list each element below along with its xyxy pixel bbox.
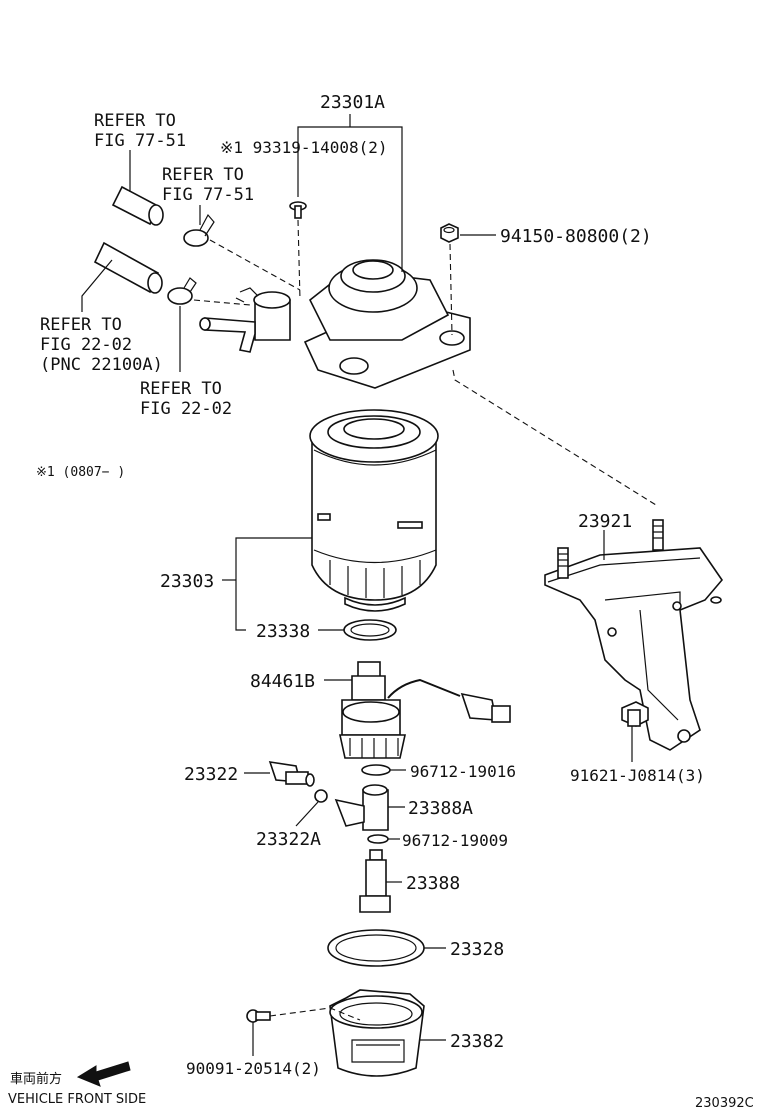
drain-cock-23388A <box>334 784 389 831</box>
assembly-line-nut <box>449 243 453 336</box>
gasket-23328-inner <box>335 934 417 962</box>
part-90091-20514: 90091-20514(2) <box>186 1059 321 1078</box>
hose-clamp-upper <box>183 213 215 247</box>
assembly-line-screw-90091 <box>269 1007 361 1021</box>
bracket-stud-left <box>557 547 569 579</box>
part-84461B: 84461B <box>250 671 315 692</box>
ref4-line1: REFER TO <box>140 379 222 399</box>
vehicle-front-japanese: 車両前方 <box>10 1071 62 1087</box>
part-23921: 23921 <box>578 511 632 532</box>
filter-holder-23382 <box>329 989 425 1077</box>
vehicle-front-english: VEHICLE FRONT SIDE <box>8 1092 146 1107</box>
o-ring-96712-19016 <box>361 764 391 776</box>
part-91621-J0814: 91621-J0814(3) <box>570 766 705 785</box>
assembly-line-clamp-upper <box>209 239 301 291</box>
ref4-line2: FIG 22-02 <box>140 399 232 419</box>
bracket-stud-right <box>652 519 664 551</box>
ref3-line2: FIG 22-02 <box>40 335 132 355</box>
part-96712-19016: 96712-19016 <box>410 762 516 781</box>
o-ring-23338 <box>343 619 397 641</box>
hose-clamp-lower <box>167 277 197 305</box>
part-96712-19009: 96712-19009 <box>402 831 508 850</box>
leader-ref3 <box>81 259 113 312</box>
fuel-hose-lower <box>93 241 163 294</box>
filter-head-assembly <box>199 259 471 389</box>
ref3-line1: REFER TO <box>40 315 122 335</box>
fuel-hose-upper <box>111 185 164 226</box>
water-level-sensor <box>339 661 511 759</box>
part-94150-80800: 94150-80800(2) <box>500 226 652 247</box>
screw-90091 <box>246 1009 271 1023</box>
ref1-line1: REFER TO <box>94 111 176 131</box>
part-23322: 23322 <box>184 764 238 785</box>
part-23382: 23382 <box>450 1031 504 1052</box>
part-93319-14008: ※1 93319-14008(2) <box>220 138 388 157</box>
diagram-code: 230392C <box>695 1096 754 1111</box>
part-23301A: 23301A <box>320 92 385 113</box>
leader-23303 <box>235 537 312 580</box>
ref2-line1: REFER TO <box>162 165 244 185</box>
drain-plug-23322 <box>268 761 315 787</box>
front-direction-arrow-icon <box>76 1061 131 1087</box>
part-23388A: 23388A <box>408 798 473 819</box>
part-23303: 23303 <box>160 571 214 592</box>
ref3-line3: (PNC 22100A) <box>40 355 163 375</box>
o-ring-23338-inner <box>350 623 390 637</box>
part-23338: 23338 <box>256 621 310 642</box>
nut-94150 <box>440 223 459 243</box>
ref1-line2: FIG 77-51 <box>94 131 186 151</box>
leader-23322A <box>295 801 319 827</box>
drain-pipe-23388 <box>359 849 391 913</box>
ref2-line2: FIG 77-51 <box>162 185 254 205</box>
fuel-filter-element <box>309 409 439 612</box>
bolt-91621 <box>621 701 649 727</box>
part-23328: 23328 <box>450 939 504 960</box>
assembly-line-screw <box>297 219 301 301</box>
part-23388: 23388 <box>406 873 460 894</box>
assembly-line-stud <box>452 369 657 506</box>
supersession-note: ※1 (0807− ) <box>36 465 125 480</box>
part-23322A: 23322A <box>256 829 321 850</box>
o-ring-23322A <box>314 789 328 803</box>
screw-93319 <box>289 201 307 219</box>
o-ring-96712-19009 <box>367 834 389 844</box>
